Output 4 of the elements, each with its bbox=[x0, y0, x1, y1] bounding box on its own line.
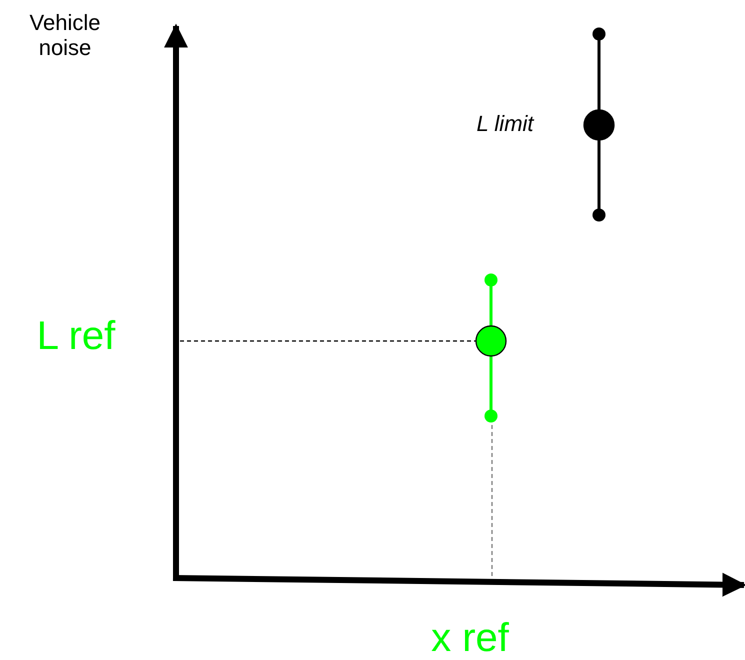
axis-label: Vehicle noise bbox=[28, 10, 102, 61]
axis-value-label: L ref bbox=[36, 313, 116, 359]
axis-value-label: x ref bbox=[431, 615, 509, 660]
point-label: L limit bbox=[476, 111, 534, 136]
